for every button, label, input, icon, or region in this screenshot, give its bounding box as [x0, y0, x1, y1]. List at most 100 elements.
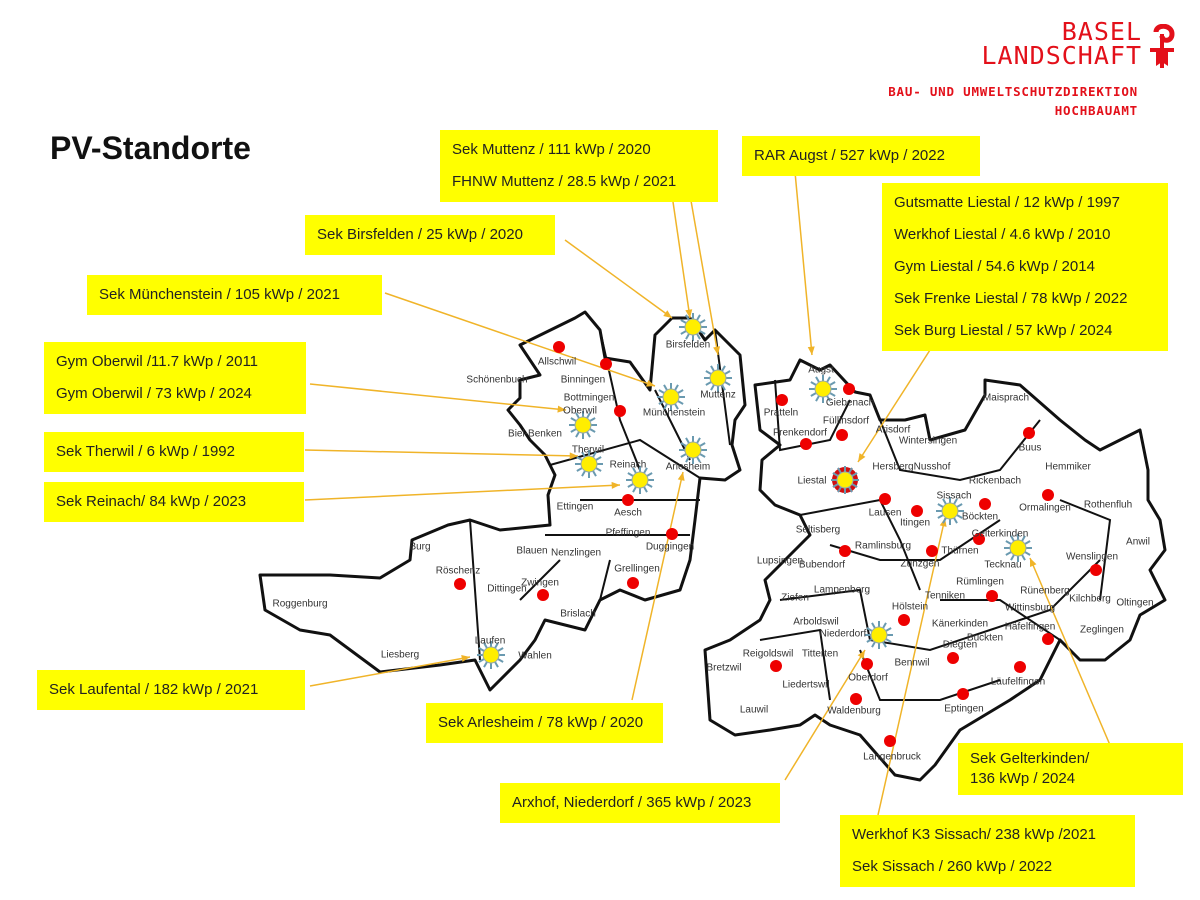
arrow-head [611, 481, 620, 489]
municipality-label: Gelterkinden [971, 528, 1029, 540]
municipality-label: Ormalingen [1019, 502, 1071, 514]
callout-arrow [671, 194, 691, 319]
site-dot [600, 358, 612, 370]
callout-arrow [304, 484, 621, 501]
municipality-label: Nenzlingen [550, 547, 602, 559]
site-dot [843, 383, 855, 395]
municipality-label: Kilchberg [1069, 593, 1111, 605]
municipality-label: Liedertswil [782, 679, 830, 691]
callout-arrows [304, 171, 1111, 816]
sun-icon [657, 383, 685, 411]
municipality-label: Wittinsburg [1004, 602, 1056, 614]
arrow-head [663, 310, 672, 318]
municipality-label: Arlesheim [665, 461, 711, 473]
arrow-head [857, 650, 865, 659]
municipality-label: Zeglingen [1080, 624, 1124, 636]
municipality-label: Laufen [474, 635, 506, 647]
municipality-label: Nusshof [913, 461, 951, 473]
site-dots [454, 341, 1102, 747]
site-dot [947, 652, 959, 664]
municipality-label: Liesberg [380, 649, 420, 661]
callout-arrow [857, 349, 931, 463]
site-dot [850, 693, 862, 705]
callout-arrow [689, 194, 719, 356]
sun-icon [1004, 534, 1032, 562]
municipality-label: Zwingen [521, 577, 559, 589]
site-dot [1023, 427, 1035, 439]
arrow-head [858, 453, 866, 462]
municipality-label: Buus [1018, 442, 1042, 454]
canton-outline-east [703, 358, 1167, 782]
site-dot [979, 498, 991, 510]
municipality-label: Waldenburg [827, 705, 881, 717]
municipality-label: Roggenburg [272, 598, 328, 610]
municipality-label: Pfeffingen [605, 527, 651, 539]
municipality-label: Hersberg [872, 461, 914, 473]
callout-line: Gym Oberwil /11.7 kWp / 2011 [56, 353, 259, 370]
municipality-label: Langenbruck [863, 751, 921, 763]
municipality-label: Sissach [936, 490, 972, 502]
arrow-head [569, 452, 578, 460]
municipality-label: Läufelfingen [990, 676, 1046, 688]
municipality-label: Wahlen [518, 650, 552, 662]
municipality-label: Therwil [571, 444, 605, 456]
sun-icon [626, 466, 654, 494]
arrow-head [557, 405, 566, 413]
callout-line: Sek Sissach / 260 kWp / 2022 [852, 858, 1053, 875]
municipality-label: Aesch [614, 507, 642, 519]
municipality-label: Reinach [609, 459, 647, 471]
sun-icon [569, 411, 597, 439]
municipality-label: Schönenbuch [466, 374, 528, 386]
callout-arlesheim: Sek Arlesheim / 78 kWp / 2020 [426, 703, 663, 743]
callout-arrow [877, 517, 946, 816]
municipality-label: Wintersingen [898, 435, 958, 447]
sun-icon [679, 313, 707, 341]
municipality-label: Bottmingen [563, 392, 615, 404]
municipality-label: Hemmiker [1045, 461, 1091, 473]
municipality-label: Lausen [868, 507, 902, 519]
callout-line: Gym Liestal / 54.6 kWp / 2014 [894, 258, 1095, 275]
arrow-head [461, 655, 470, 662]
callout-line: 136 kWp / 2024 [970, 770, 1076, 787]
sun-icon [704, 364, 732, 392]
municipality-label: Burg [409, 541, 431, 553]
municipality-label: Lauwil [739, 704, 769, 716]
municipality-label: Titterten [801, 648, 839, 660]
callout-reinach: Sek Reinach/ 84 kWp / 2023 [44, 482, 304, 522]
arrow-head [713, 346, 721, 355]
site-dot [1014, 661, 1026, 673]
arrow-head [646, 379, 655, 387]
municipality-label: Bubendorf [798, 559, 846, 571]
callout-arrow [631, 471, 684, 701]
site-dot [666, 528, 678, 540]
municipality-label: Böckten [961, 511, 999, 523]
site-dot [622, 494, 634, 506]
site-dot [770, 660, 782, 672]
municipality-label: Ettingen [556, 501, 594, 513]
municipality-label: Biel-Benken [508, 428, 562, 440]
department-text: BAU- UND UMWELTSCHUTZDIREKTION HOCHBAUAM… [888, 82, 1138, 120]
callout-line: Arxhof, Niederdorf / 365 kWp / 2023 [512, 794, 752, 811]
site-dot [776, 394, 788, 406]
municipality-label: Füllinsdorf [822, 415, 870, 427]
baselbieter-staff-icon [1150, 24, 1175, 68]
site-dot [553, 341, 565, 353]
municipality-label: Bretzwil [706, 662, 742, 674]
site-dot [973, 533, 985, 545]
municipality-label: Rümlingen [956, 576, 1004, 588]
site-dot [537, 589, 549, 601]
site-dot [986, 590, 998, 602]
site-dot [836, 429, 848, 441]
site-dot [898, 614, 910, 626]
logo-line-landschaft: LANDSCHAFT [981, 41, 1142, 70]
municipality-label: Häfelfingen [1004, 621, 1056, 633]
site-dot [884, 735, 896, 747]
municipality-label: Bennwil [894, 657, 930, 669]
callout-line: Werkhof Liestal / 4.6 kWp / 2010 [894, 226, 1111, 243]
municipality-label: Arisdorf [875, 424, 911, 436]
municipality-label: Duggingen [645, 541, 695, 553]
sun-icon [575, 450, 603, 478]
